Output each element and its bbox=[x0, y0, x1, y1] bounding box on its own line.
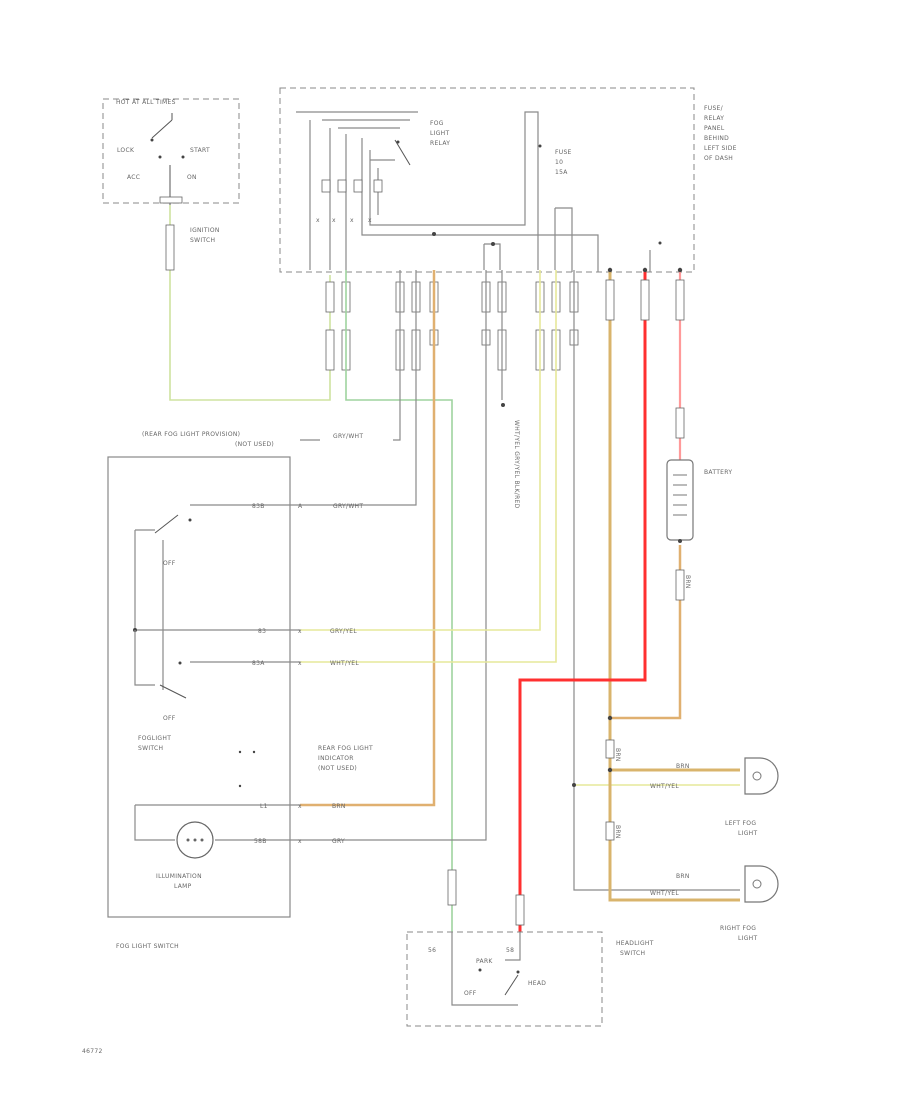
headlight-switch: 56 58 PARK OFF HEAD HEADLIGHT SWITCH bbox=[406, 869, 654, 1027]
right-fog-brn-label: BRN bbox=[676, 873, 690, 880]
foglight-switch-label-2: SWITCH bbox=[138, 745, 163, 752]
rear-indicator-label-3: (NOT USED) bbox=[318, 765, 357, 772]
wire-brn-orange bbox=[300, 270, 436, 807]
battery-label: BATTERY bbox=[704, 469, 732, 476]
left-fog-label-2: LIGHT bbox=[738, 830, 757, 837]
term-56: 56 bbox=[428, 947, 436, 954]
off-label-3: OFF bbox=[464, 990, 477, 997]
fog-relay-label-3: RELAY bbox=[430, 140, 450, 147]
fuse-relay-label-3: PANEL bbox=[704, 125, 725, 132]
svg-text:x: x bbox=[332, 217, 336, 224]
battery-brn-label: BRN bbox=[684, 575, 691, 589]
head-label: HEAD bbox=[528, 980, 546, 987]
right-fog-whtyel-label: WHT/YEL bbox=[650, 890, 679, 897]
headlight-switch-label-1: HEADLIGHT bbox=[616, 940, 654, 947]
ignition-switch-label-1: IGNITION bbox=[190, 227, 220, 234]
right-fog-label-1: RIGHT FOG bbox=[720, 925, 756, 932]
fuse-label-2: 10 bbox=[555, 159, 563, 166]
svg-text:x: x bbox=[316, 217, 320, 224]
rear-prov-wire-label: GRY/WHT bbox=[333, 433, 363, 440]
fog-relay-label-1: FOG bbox=[430, 120, 444, 127]
fuse-label-3: 15A bbox=[555, 169, 568, 176]
wire-gry-yel bbox=[300, 270, 541, 631]
term-83b: 83B bbox=[252, 503, 265, 510]
fuse-relay-label-4: BEHIND bbox=[704, 135, 729, 142]
headlight-switch-label-2: SWITCH bbox=[620, 950, 645, 957]
term-58b: 58B bbox=[254, 838, 267, 845]
ignition-hot-label: HOT AT ALL TIMES bbox=[116, 99, 176, 106]
right-fog-label-2: LIGHT bbox=[738, 935, 757, 942]
illumination-lamp-icon bbox=[176, 821, 214, 859]
right-fog-light: BRN WHT/YEL RIGHT FOG LIGHT bbox=[650, 865, 779, 942]
svg-text:x: x bbox=[298, 838, 302, 845]
wire-wht-yel-label: WHT/YEL bbox=[330, 660, 359, 667]
left-fog-whtyel-label: WHT/YEL bbox=[650, 783, 679, 790]
brn-vertical-label-2: BRN bbox=[614, 825, 621, 839]
wire-83b bbox=[300, 270, 417, 506]
park-label: PARK bbox=[476, 958, 493, 965]
rear-indicator-label-1: REAR FOG LIGHT bbox=[318, 745, 373, 752]
fog-light-switch-title: FOG LIGHT SWITCH bbox=[116, 943, 179, 950]
fuse-relay-label-6: OF DASH bbox=[704, 155, 733, 162]
wire-gry-label: GRY bbox=[332, 838, 345, 845]
svg-text:x: x bbox=[298, 628, 302, 635]
term-83a: 83A bbox=[252, 660, 265, 667]
wire-83b-label: GRY/WHT bbox=[333, 503, 363, 510]
wire-gry bbox=[300, 270, 487, 841]
wire-ignition bbox=[169, 205, 331, 401]
fuse-label-1: FUSE bbox=[555, 149, 572, 156]
lock-label: LOCK bbox=[117, 147, 135, 154]
fuse-relay-label-5: LEFT SIDE bbox=[704, 145, 737, 152]
fuse-relay-label-2: RELAY bbox=[704, 115, 724, 122]
start-label: START bbox=[190, 147, 210, 154]
brn-vertical-label-1: BRN bbox=[614, 748, 621, 762]
term-l1: L1 bbox=[260, 803, 268, 810]
left-fog-light: BRN WHT/YEL LEFT FOG LIGHT bbox=[650, 757, 779, 837]
wire-gry-yel-label: GRY/YEL bbox=[330, 628, 357, 635]
ignition-switch: HOT AT ALL TIMES LOCK START ACC ON IGNIT… bbox=[102, 98, 240, 244]
fuse-relay-label-1: FUSE/ bbox=[704, 105, 724, 112]
fog-relay-label-2: LIGHT bbox=[430, 130, 449, 137]
term-58: 58 bbox=[506, 947, 514, 954]
svg-text:x: x bbox=[368, 217, 372, 224]
term-83: 83 bbox=[258, 628, 266, 635]
off-label-2: OFF bbox=[163, 715, 176, 722]
wire-rear-prov bbox=[393, 270, 401, 441]
fuse-relay-panel: FUSE/ RELAY PANEL BEHIND LEFT SIDE OF DA… bbox=[279, 87, 737, 273]
illumination-label-2: LAMP bbox=[174, 883, 192, 890]
svg-text:x: x bbox=[298, 803, 302, 810]
term-a: A bbox=[298, 503, 303, 510]
left-fog-brn-label: BRN bbox=[676, 763, 690, 770]
illumination-label-1: ILLUMINATION bbox=[156, 873, 202, 880]
left-fog-label-1: LEFT FOG bbox=[725, 820, 756, 827]
off-label-1: OFF bbox=[163, 560, 176, 567]
on-label: ON bbox=[187, 174, 197, 181]
wire-vertical-label: WHT/YEL GRY/YEL BLK/RED bbox=[513, 420, 520, 509]
rear-fog-provision-label-2: (NOT USED) bbox=[235, 441, 274, 448]
wire-brn-main bbox=[608, 270, 740, 902]
wire-brn-label: BRN bbox=[332, 803, 346, 810]
wire-red bbox=[518, 270, 647, 932]
fog-light-switch: (REAR FOG LIGHT PROVISION) (NOT USED) GR… bbox=[107, 431, 373, 950]
rear-fog-provision-label-1: (REAR FOG LIGHT PROVISION) bbox=[142, 431, 240, 438]
svg-text:x: x bbox=[298, 660, 302, 667]
wire-green bbox=[345, 270, 453, 932]
wire-wht-yel bbox=[300, 270, 557, 663]
battery: BATTERY bbox=[666, 459, 732, 601]
rear-indicator-label-2: INDICATOR bbox=[318, 755, 354, 762]
acc-label: ACC bbox=[127, 174, 140, 181]
footer-code: 46772 bbox=[82, 1048, 103, 1055]
svg-text:x: x bbox=[350, 217, 354, 224]
ignition-switch-label-2: SWITCH bbox=[190, 237, 215, 244]
foglight-switch-label-1: FOGLIGHT bbox=[138, 735, 171, 742]
